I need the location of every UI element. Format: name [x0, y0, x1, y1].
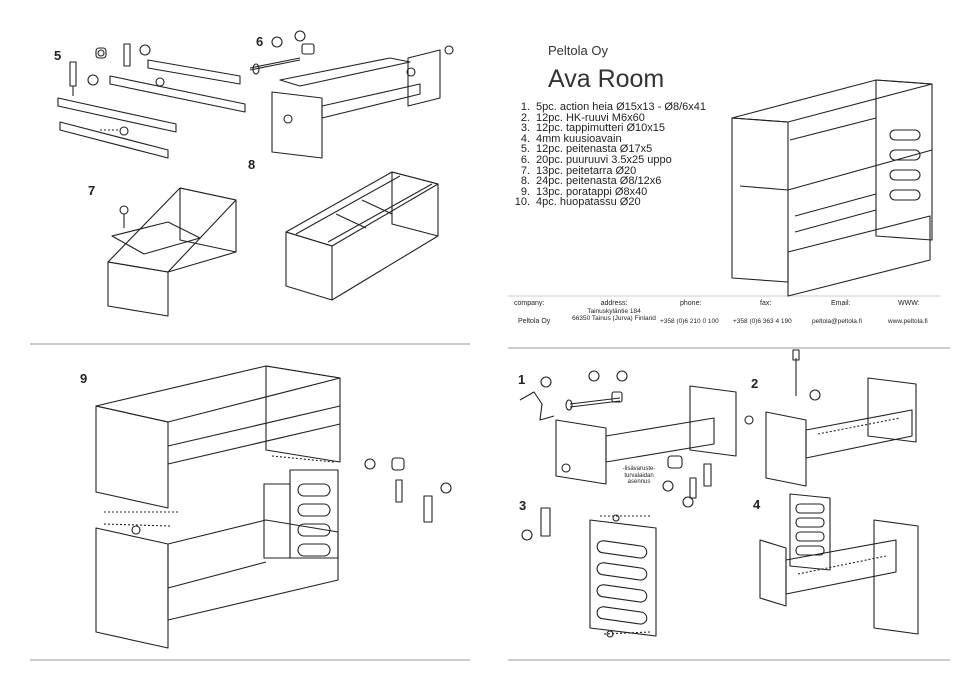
- parts-list-item: 10.4pc. huopatassu Ø20: [514, 196, 641, 209]
- parts-list-item: 6.20pc. puuruuvi 3.5x25 uppo: [520, 153, 672, 166]
- step-number-9: 9: [80, 371, 88, 386]
- company-name: Peltola Oy: [548, 43, 608, 58]
- step-number-3: 3: [519, 498, 527, 513]
- parts-list: 1.5pc. action heia Ø15x13 - Ø8/6x41 2.12…: [508, 102, 706, 208]
- callout-2d: [588, 370, 600, 382]
- parts-list-item: 8.24pc. peitenasta Ø8/12x6: [520, 175, 662, 188]
- callout-9e: [521, 529, 533, 541]
- step6-drawing: [249, 30, 454, 159]
- callout-3c: [616, 370, 628, 382]
- product-overview-drawing: [731, 79, 933, 297]
- callout-9c: [440, 482, 452, 494]
- callout-5: [809, 389, 821, 401]
- callout-4: [540, 376, 552, 388]
- contact-phone-label: phone:: [680, 300, 702, 307]
- parts-list-item: 1.5pc. action heia Ø15x13 - Ø8/6x41: [520, 101, 706, 113]
- callout-9d: [682, 496, 694, 508]
- contact-phone-value: +358 (0)6 210 0 100: [660, 318, 719, 325]
- contact-fax-label: fax:: [760, 300, 772, 307]
- parts-list-item: 3.12pc. tappimutteri Ø10x15: [520, 122, 666, 135]
- callout-3: [294, 30, 306, 42]
- step4-drawing: [759, 493, 919, 635]
- callout-9: [139, 44, 151, 56]
- callout-8: [155, 77, 165, 87]
- callout-1c: [364, 458, 376, 470]
- step9-drawing: [95, 365, 452, 649]
- callout-1: [87, 74, 99, 86]
- callout-1d: [662, 480, 674, 492]
- step2-drawing: [765, 349, 917, 487]
- contact-email-value[interactable]: peltola@peltola.fi: [812, 318, 862, 325]
- contact-www-label: WWW:: [898, 300, 920, 307]
- step1-drawing: [519, 370, 754, 508]
- contact-fax-value: +358 (0)6 363 4 190: [733, 318, 792, 325]
- contact-address: address: Tainuskyläntie 184 66350 Tainus…: [572, 300, 656, 322]
- step-number-4: 4: [753, 497, 761, 512]
- product-title: Ava Room: [548, 65, 665, 93]
- parts-list-item: 2.12pc. HK-ruuvi M6x60: [520, 111, 645, 124]
- contact-company-label: company:: [514, 300, 545, 307]
- callout-2c: [283, 114, 293, 124]
- parts-list-item: 9.13pc. poratappi Ø8x40: [520, 185, 648, 198]
- callout-2b: [444, 45, 454, 55]
- step-number-8: 8: [248, 157, 256, 172]
- step-number-5: 5: [54, 48, 62, 63]
- callout-8b: [119, 126, 129, 136]
- step-number-7: 7: [88, 183, 96, 198]
- step-number-1: 1: [518, 372, 526, 387]
- step7-drawing: [107, 187, 237, 317]
- callout-3b: [406, 67, 416, 77]
- contact-www-value[interactable]: www.peltola.fi: [888, 318, 928, 325]
- step5-drawing: [57, 43, 246, 159]
- step-number-6: 6: [256, 34, 264, 49]
- parts-list-item: 7.13pc. peitetarra Ø20: [520, 164, 637, 177]
- contact-email-label: Email:: [831, 300, 851, 307]
- parts-list-item: 4.4mm kuusioavain: [520, 132, 622, 145]
- step8-drawing: [285, 171, 439, 301]
- contact-company-value: Peltola Oy: [518, 318, 551, 325]
- safety-rail-note: -lisävaruste- turvalaidan asennus: [622, 466, 656, 485]
- step-number-2: 2: [751, 376, 759, 391]
- parts-list-item: 5.12pc. peitenasta Ø17x5: [520, 143, 653, 156]
- step3-drawing: [521, 507, 657, 638]
- callout-2: [271, 36, 283, 48]
